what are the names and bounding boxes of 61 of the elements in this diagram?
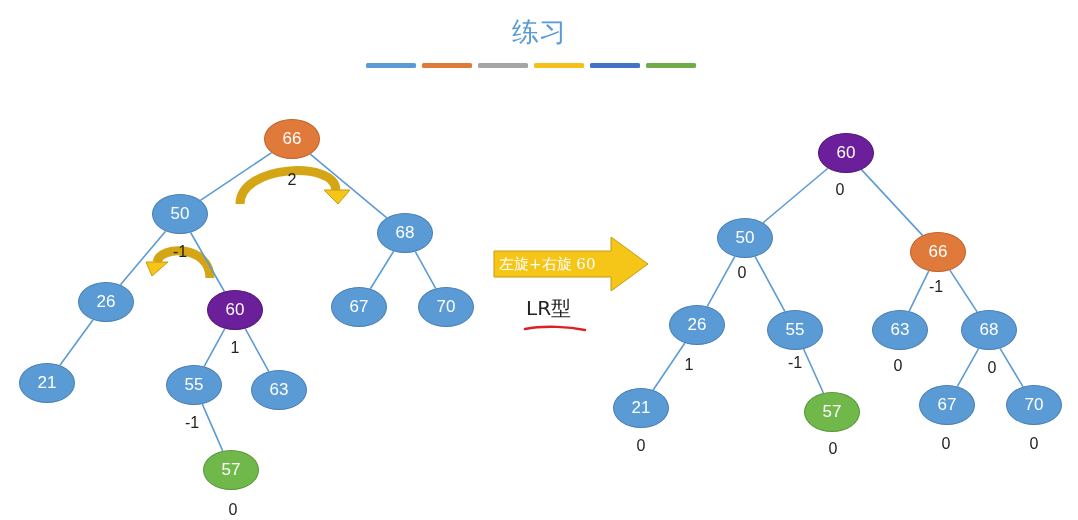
tree-node: 70 (1006, 385, 1062, 425)
tree-edge (189, 231, 226, 293)
tree-node: 50 (717, 218, 773, 258)
balance-factor: 0 (987, 359, 997, 377)
tree-edge (59, 318, 94, 367)
balance-factor: 1 (684, 356, 694, 374)
balance-factor: 0 (636, 437, 646, 455)
tree-node: 68 (961, 310, 1017, 350)
tree-edge (754, 255, 786, 313)
tree-edge (802, 348, 825, 394)
tree-node: 67 (919, 385, 975, 425)
balance-factor: 0 (737, 264, 747, 282)
tree-edge (860, 168, 924, 237)
tree-node: 63 (251, 370, 307, 410)
tree-node: 55 (767, 310, 823, 350)
tree-node: 67 (331, 287, 387, 327)
tree-edge (908, 270, 930, 312)
tree-node: 68 (377, 213, 433, 253)
tree-node: 57 (203, 450, 259, 490)
tree-node: 57 (804, 392, 860, 432)
balance-factor: 0 (893, 357, 903, 375)
tree-node: 21 (19, 363, 75, 403)
tree-edge (706, 255, 736, 308)
tree-edge (199, 151, 273, 202)
tree-node: 21 (613, 388, 669, 428)
tree-node: 70 (418, 287, 474, 327)
tree-edge (956, 347, 980, 388)
tree-edge (244, 327, 270, 373)
tree-node: 66 (264, 119, 320, 159)
balance-factor: 2 (287, 171, 297, 189)
tree-edge (414, 250, 437, 290)
balance-factor: 0 (1029, 435, 1039, 453)
balance-factor: -1 (928, 278, 944, 296)
balance-factor: 0 (828, 440, 838, 458)
balance-factor: 1 (230, 339, 240, 357)
tree-edge (999, 347, 1024, 388)
balance-factor: 0 (941, 435, 951, 453)
title: 练习 (511, 15, 567, 49)
tree-edge (652, 342, 686, 391)
balance-factor: 0 (228, 501, 238, 519)
tree-edge (309, 153, 388, 219)
rotation-type-label: LR型 (526, 295, 572, 322)
tree-edge (119, 230, 167, 286)
tree-node: 26 (669, 305, 725, 345)
tree-edge (949, 269, 978, 313)
tree-edge (201, 403, 224, 452)
tree-node: 60 (818, 133, 874, 173)
tree-edge (762, 167, 829, 224)
balance-factor: -1 (172, 243, 188, 261)
tree-node: 60 (207, 290, 263, 330)
tree-node: 50 (152, 194, 208, 234)
tree-node: 63 (872, 310, 928, 350)
tree-edge (369, 250, 395, 290)
block-arrow: 左旋+右旋 60 (493, 236, 649, 292)
tree-node: 26 (78, 282, 134, 322)
tree-edge (203, 327, 226, 368)
tree-node: 66 (910, 232, 966, 272)
balance-factor: -1 (184, 414, 200, 432)
balance-factor: -1 (787, 354, 803, 372)
balance-factor: 0 (835, 181, 845, 199)
tree-node: 55 (166, 365, 222, 405)
